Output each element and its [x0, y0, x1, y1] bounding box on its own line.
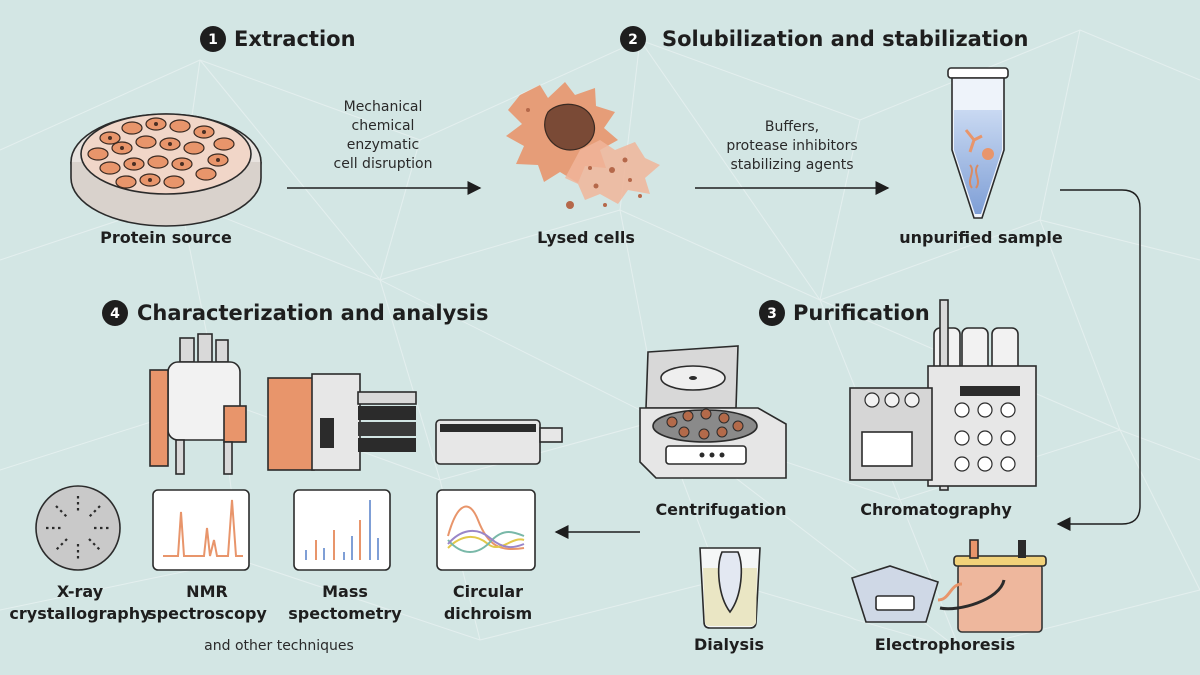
step-4-number: 4: [110, 306, 120, 322]
electrophoresis-icon: [850, 539, 1047, 633]
step-2-heading: 2 Solubilization and stabilization: [620, 26, 1028, 52]
step-4-heading: 4 Characterization and analysis: [102, 300, 489, 326]
nmr-spectrum-icon: [152, 489, 250, 571]
step-1-number: 1: [208, 32, 218, 48]
step-3-title: Purification: [793, 301, 930, 325]
step-2-badge: [620, 26, 646, 52]
xray-diffraction-icon: [35, 485, 121, 571]
label-nmr-line-1: NMR: [186, 582, 228, 601]
step-1-heading: 1 Extraction: [200, 26, 356, 52]
label-protein-source: Protein source: [100, 228, 232, 247]
mass-spectrum-icon: [293, 489, 391, 571]
buffers-line-3: stabilizing agents: [730, 157, 853, 173]
label-circular-line-2: dichroism: [444, 604, 532, 623]
mass-spectrometer-icon: [267, 373, 417, 471]
label-other-techniques: and other techniques: [204, 638, 354, 654]
step-3-heading: 3 Purification: [759, 300, 930, 326]
dialysis-beaker-icon: [699, 547, 761, 629]
disruption-line-3: enzymatic: [347, 137, 419, 153]
petri-dish-icon: [70, 113, 262, 227]
buffers-line-2: protease inhibitors: [726, 138, 857, 154]
step-2-number: 2: [628, 32, 638, 48]
label-xray-line-1: X-ray: [57, 582, 104, 601]
label-electrophoresis: Electrophoresis: [875, 635, 1015, 654]
cd-spectrum-icon: [436, 489, 536, 571]
sample-tube-icon: [947, 67, 1009, 219]
disruption-note: Mechanical chemical enzymatic cell disru…: [334, 99, 433, 172]
label-mass-line-1: Mass: [322, 582, 368, 601]
label-mass-line-2: spectometry: [288, 604, 402, 623]
label-chromatography: Chromatography: [860, 500, 1012, 519]
label-circular-line-1: Circular: [453, 582, 523, 601]
step-1-title: Extraction: [234, 27, 356, 51]
step-4-badge: [102, 300, 128, 326]
label-dialysis: Dialysis: [694, 635, 764, 654]
step-2-title: Solubilization and stabilization: [662, 27, 1028, 51]
label-nmr-line-2: spectroscopy: [147, 604, 267, 623]
arrow-to-purification: [1056, 189, 1141, 531]
disruption-line-2: chemical: [352, 118, 415, 134]
nmr-magnet-icon: [149, 333, 247, 475]
buffers-line-1: Buffers,: [765, 119, 819, 135]
disruption-line-4: cell disruption: [334, 156, 433, 172]
label-lysed-cells: Lysed cells: [537, 228, 635, 247]
lysed-cells-icon: [506, 82, 660, 209]
chromatography-system-icon: [849, 299, 1037, 491]
label-centrifugation: Centrifugation: [655, 500, 786, 519]
step-3-badge: [759, 300, 785, 326]
buffers-note: Buffers, protease inhibitors stabilizing…: [726, 119, 857, 173]
step-3-number: 3: [767, 306, 777, 322]
cd-spectrometer-icon: [435, 419, 563, 465]
step-1-badge: [200, 26, 226, 52]
centrifuge-icon: [639, 345, 787, 479]
disruption-line-1: Mechanical: [344, 99, 423, 115]
label-unpurified-sample: unpurified sample: [899, 228, 1063, 247]
label-xray-line-2: crystallography: [9, 604, 151, 623]
step-4-title: Characterization and analysis: [137, 301, 489, 325]
